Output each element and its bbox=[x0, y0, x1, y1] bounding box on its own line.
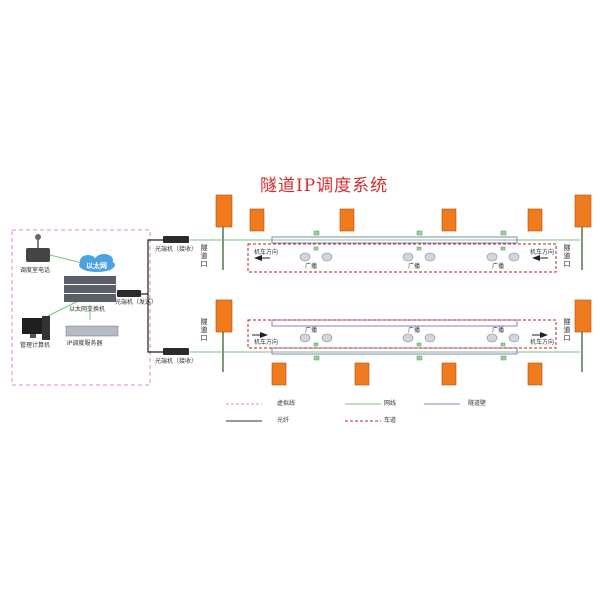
legend-network-line: 网线 bbox=[384, 400, 397, 407]
speaker-label: 广播 bbox=[305, 327, 318, 334]
speaker-label: 广播 bbox=[408, 263, 421, 270]
dispatch-phone-icon bbox=[26, 234, 50, 262]
server-label: IP调度服务器 bbox=[67, 340, 103, 347]
network-nodes bbox=[313, 230, 507, 361]
tunnel-exit-bottom-label: 隧道口 bbox=[563, 318, 571, 342]
legend-virtual-line: 虚拟线 bbox=[277, 400, 296, 407]
direction-label: 机车方向 bbox=[254, 249, 279, 256]
emergency-phones-bottom bbox=[271, 362, 543, 386]
tunnel-entrance-top-label: 隧道口 bbox=[200, 244, 208, 268]
direction-label: 机车方向 bbox=[254, 339, 279, 346]
switch-label: 以太网交换机 bbox=[69, 306, 106, 313]
speaker-group-bottom bbox=[299, 333, 520, 343]
transmitter-label: 光端机（发送） bbox=[115, 299, 158, 306]
optical-transmitter bbox=[117, 290, 141, 297]
tunnel-exit-top-label: 隧道口 bbox=[563, 244, 571, 268]
legend-tunnel-wall: 隧道壁 bbox=[468, 400, 487, 407]
speaker-label: 广播 bbox=[408, 327, 421, 334]
cloud-icon bbox=[79, 254, 115, 272]
speaker-label: 广播 bbox=[305, 263, 318, 270]
legend-lines bbox=[226, 403, 460, 422]
cloud-label: 以太网 bbox=[86, 262, 107, 270]
page-title: 隧道IP调度系统 bbox=[260, 176, 389, 196]
fiber-lines bbox=[140, 239, 163, 353]
lanes bbox=[247, 243, 557, 349]
tunnel-entrance-bottom-label: 隧道口 bbox=[200, 318, 208, 342]
emergency-phones-top bbox=[249, 208, 543, 232]
receiver-bottom-label: 光端机（接收） bbox=[155, 358, 198, 365]
computer-icon bbox=[22, 316, 50, 340]
legend-lane: 车道 bbox=[384, 417, 397, 424]
speaker-label: 广播 bbox=[492, 263, 505, 270]
speaker-group-top bbox=[299, 252, 520, 262]
optical-receivers bbox=[163, 236, 189, 355]
server-icon bbox=[65, 325, 119, 337]
direction-label: 机车方向 bbox=[530, 249, 555, 256]
ethernet-switch-icon bbox=[64, 276, 116, 302]
legend-fiber: 光纤 bbox=[277, 417, 290, 424]
receiver-top-label: 光端机（接收） bbox=[155, 246, 198, 253]
computer-label: 管理计算机 bbox=[20, 342, 51, 349]
dispatch-phone-label: 调度室电话 bbox=[20, 267, 51, 274]
roadside-phone-poles bbox=[215, 194, 592, 372]
direction-arrows bbox=[252, 255, 548, 338]
speaker-label: 广播 bbox=[492, 327, 505, 334]
direction-label: 机车方向 bbox=[530, 339, 555, 346]
